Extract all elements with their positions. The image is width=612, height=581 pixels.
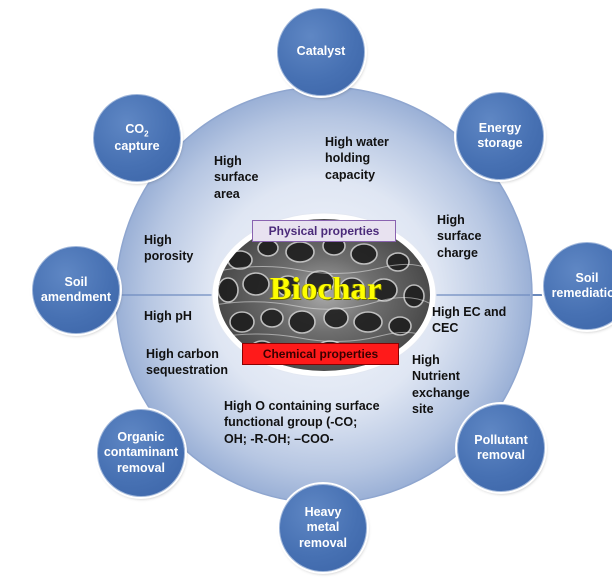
physical-properties-label: Physical properties	[252, 220, 396, 242]
co2-subscript: 2	[144, 129, 149, 139]
app-soil-remediation: Soil remediation	[543, 242, 612, 330]
prop-porosity: High porosity	[144, 233, 194, 264]
prop-ph: High pH	[144, 309, 192, 323]
app-organic-contaminant-removal: Organic contaminant removal	[97, 409, 185, 497]
app-heavy-metal-removal-label: Heavy metal removal	[299, 505, 347, 550]
prop-nutrient-exchange: High Nutrient exchange site	[412, 353, 470, 416]
co2-prefix: CO	[125, 121, 145, 136]
prop-ec-cec: High EC and CEC	[432, 305, 507, 336]
prop-surface-area: High surface area	[214, 154, 259, 201]
app-heavy-metal-removal: Heavy metal removal	[279, 484, 367, 572]
app-energy-storage: Energy storage	[456, 92, 544, 180]
prop-water-holding: High water holding capacity	[325, 135, 389, 182]
app-soil-amendment: Soil amendment	[32, 246, 120, 334]
app-energy-storage-label: Energy storage	[477, 120, 523, 150]
prop-o-functional-groups: High O containing surface functional gro…	[224, 399, 380, 446]
app-pollutant-removal-label: Pollutant removal	[474, 432, 528, 462]
co2-suffix: capture	[114, 139, 160, 153]
app-organic-contaminant-removal-label: Organic contaminant removal	[103, 430, 179, 475]
chemical-properties-label: Chemical properties	[242, 343, 399, 365]
app-soil-remediation-label: Soil remediation	[551, 270, 612, 300]
chemical-properties-text: Chemical properties	[262, 347, 379, 361]
physical-properties-text: Physical properties	[268, 224, 380, 238]
prop-carbon-sequestration: High carbon sequestration	[146, 347, 228, 378]
app-pollutant-removal: Pollutant removal	[457, 404, 545, 492]
biochar-title: Biochar	[270, 270, 382, 306]
app-soil-amendment-label: Soil amendment	[40, 274, 112, 304]
app-catalyst: Catalyst	[277, 8, 365, 96]
app-catalyst-label: Catalyst	[296, 44, 346, 59]
prop-surface-charge: High surface charge	[437, 213, 482, 260]
